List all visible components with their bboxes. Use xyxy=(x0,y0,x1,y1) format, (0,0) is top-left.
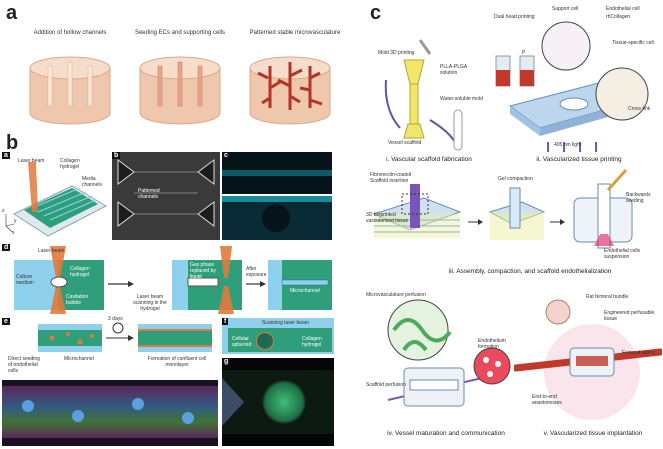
c-iv-micro: Microvasculature perfusion xyxy=(366,292,426,298)
sub-g-label: g xyxy=(222,358,231,365)
c-iv-diagram xyxy=(387,299,511,407)
c-iii-title: iii. Assembly, compaction, and scaffold … xyxy=(448,268,612,275)
media-channels-label: Media channels xyxy=(82,176,103,188)
axis-x: x xyxy=(12,230,15,236)
subpanel-b-f: f Scanning laser beam Cellular spheroid … xyxy=(222,318,334,354)
c-iv-endo: Endothelium formation xyxy=(478,338,506,350)
subpanel-b-b: b Patterned channels xyxy=(112,152,220,240)
d-after-exposure: After exposure xyxy=(246,266,267,278)
c-i-vessel: Vessel scaffold xyxy=(388,140,422,146)
d-gas-phase: Gas phase replaced by liquid xyxy=(190,262,216,280)
c-iv-title: iv. Vessel maturation and communication xyxy=(387,430,505,437)
c-iii-gel: Gel compaction xyxy=(498,176,533,182)
c-v-title: v. Vascularized tissue implantation xyxy=(543,430,643,437)
panel-c-label: c xyxy=(370,2,382,24)
c-ii-rh: rhCollagen xyxy=(606,14,631,20)
patterned-channels-image xyxy=(112,152,220,240)
c-ii-diagram xyxy=(495,21,649,152)
e-direct-seeding: Direct seeding of endothelial cells xyxy=(8,356,40,374)
chip-diagram xyxy=(5,162,108,237)
c-iii-susp: Endothelial cells suspension xyxy=(604,248,641,260)
cylinder-hollow-channels xyxy=(29,56,111,125)
c-ii-light: 405 nm light xyxy=(554,142,582,148)
c-iii-bio: 3D bioprinted vascularized tissue xyxy=(366,212,409,224)
d-collagen: Collagen hydrogel xyxy=(70,266,90,278)
c-v-diagram xyxy=(514,299,662,420)
subpanel-b-g: g xyxy=(222,358,334,446)
c-ii-tissue: Tissue-specific cell xyxy=(612,40,654,46)
cylinder-microvasculature xyxy=(249,56,331,125)
micrograph-e xyxy=(2,380,218,446)
c-iii-diagram xyxy=(372,168,633,249)
d-microchannel: Microchannel xyxy=(290,288,320,294)
axis-y: y xyxy=(14,218,17,224)
d-culture-medium: Culture medium xyxy=(16,274,34,286)
c-iii-fibro: Fibronectin-coated Scaffold insertion xyxy=(370,172,412,184)
cylinder-seeded xyxy=(139,56,221,125)
e-microchannel: Microchannel xyxy=(64,356,94,362)
panel-a-label: a xyxy=(6,2,18,24)
c-v-rat: Rat femoral bundle xyxy=(586,294,629,300)
step-1-label: Addition of hollow channels xyxy=(33,30,107,36)
sub-c-label: c xyxy=(222,152,230,159)
e-monolayer: Formation of confluent cell monolayer xyxy=(147,356,207,368)
sub-a-label: a xyxy=(2,152,10,159)
laser-beam-label: Laser beam xyxy=(18,158,45,164)
collagen-label: Collagen hydrogel xyxy=(60,158,80,170)
laser-process-diagram xyxy=(14,246,332,314)
d-scan: Laser beam scanning in the hydrogel xyxy=(133,294,167,312)
panel-a-cylinders xyxy=(29,56,331,125)
c-i-mold: Mold 3D printing xyxy=(378,50,415,56)
step-3-label: Patterned stable microvasculature xyxy=(249,30,341,36)
sub-f-label: f xyxy=(222,318,229,325)
c-iv-scaffold: Scaffold perfusion xyxy=(366,382,406,388)
sub-b-label: b xyxy=(112,152,121,159)
c-v-end: End-to-end anastomoses xyxy=(532,394,562,406)
c-ii-p: P xyxy=(522,50,526,56)
subpanel-b-a: a Laser beam Collagen hydrogel Media cha… xyxy=(2,152,110,240)
c-i-title: i. Vascular scaffold fabrication xyxy=(386,156,472,163)
c-v-fem: Femoral artery xyxy=(622,350,655,356)
e-3-days: 3 days xyxy=(108,316,123,322)
c-v-eng: Engineered perfusable tissue xyxy=(604,310,655,322)
subpanel-b-e: e Direct seeding of endothelial cells 3 … xyxy=(2,316,216,376)
sub-e-label: e xyxy=(2,318,10,325)
subpanel-b-d: d Laser beam Culture medium Collagen hyd… xyxy=(2,244,334,314)
c-ii-endo: Endothelial cell xyxy=(606,6,640,12)
sub-d-label: d xyxy=(2,244,11,251)
patterned-channels-label: Patterned channels xyxy=(138,188,160,200)
d-cavitation: Cavitation bubble xyxy=(66,294,89,306)
f-spheroid: Cellular spheroid xyxy=(232,336,252,348)
f-collagen: Collagen hydrogel xyxy=(302,336,322,348)
c-iii-back: Backwards seeding xyxy=(626,192,651,204)
panel-b-label: b xyxy=(6,132,19,154)
subpanel-b-c-top: c xyxy=(222,152,332,194)
seeding-diagram xyxy=(38,322,212,352)
subpanel-b-c-bottom xyxy=(222,196,332,240)
c-i-water: Water-soluble mold xyxy=(440,96,483,102)
c-ii-support: Support cell xyxy=(552,6,579,12)
step-2-label: Seeding ECs and supporting cells xyxy=(134,30,226,36)
c-ii-dual: Dual head printing xyxy=(494,14,535,20)
c-ii-title: ii. Vascularized tissue printing xyxy=(536,156,622,163)
d-laser-top: Laser beam xyxy=(38,248,65,254)
c-ii-cross: Cross-link xyxy=(628,106,651,112)
f-scanning-laser: Scanning laser beam xyxy=(262,320,309,326)
c-i-diagram xyxy=(384,39,463,151)
axis-z: z xyxy=(2,208,5,214)
c-i-plla: PLLA-PLGA solution xyxy=(440,64,467,76)
